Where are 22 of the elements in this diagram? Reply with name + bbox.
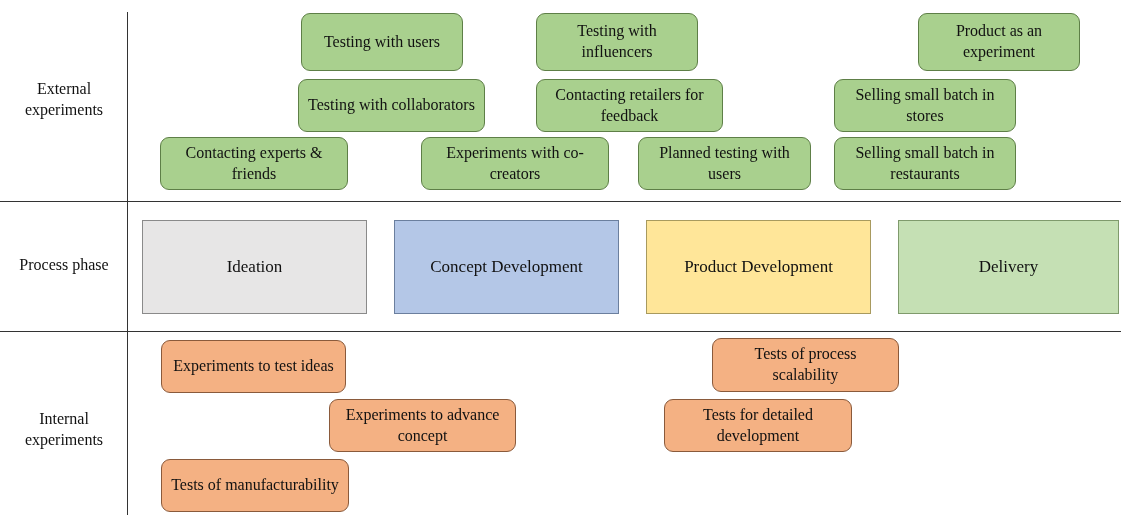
experiment-box: Contacting retailers for feedback: [536, 79, 723, 132]
experiment-box: Product as an experiment: [918, 13, 1080, 71]
experiment-box: Tests of manufacturability: [161, 459, 349, 512]
experiment-box: Testing with collaborators: [298, 79, 485, 132]
phase-box: Product Development: [646, 220, 871, 314]
experiment-box: Tests for detailed development: [664, 399, 852, 452]
experiment-box: Experiments with co-creators: [421, 137, 609, 190]
experiment-box: Experiments to advance concept: [329, 399, 516, 452]
experiment-box: Testing with influencers: [536, 13, 698, 71]
experiment-box: Planned testing with users: [638, 137, 811, 190]
row-label: Internal experiments: [23, 409, 105, 451]
phase-box: Ideation: [142, 220, 367, 314]
experiment-box: Selling small batch in stores: [834, 79, 1016, 132]
row-label: Process phase: [18, 254, 110, 276]
phase-box: Delivery: [898, 220, 1119, 314]
experiment-box: Selling small batch in restaurants: [834, 137, 1016, 190]
experiment-box: Testing with users: [301, 13, 463, 71]
experiment-box: Contacting experts & friends: [160, 137, 348, 190]
experiment-box: Tests of process scalability: [712, 338, 899, 392]
row-label: External experiments: [23, 79, 105, 121]
phase-box: Concept Development: [394, 220, 619, 314]
experiment-box: Experiments to test ideas: [161, 340, 346, 393]
